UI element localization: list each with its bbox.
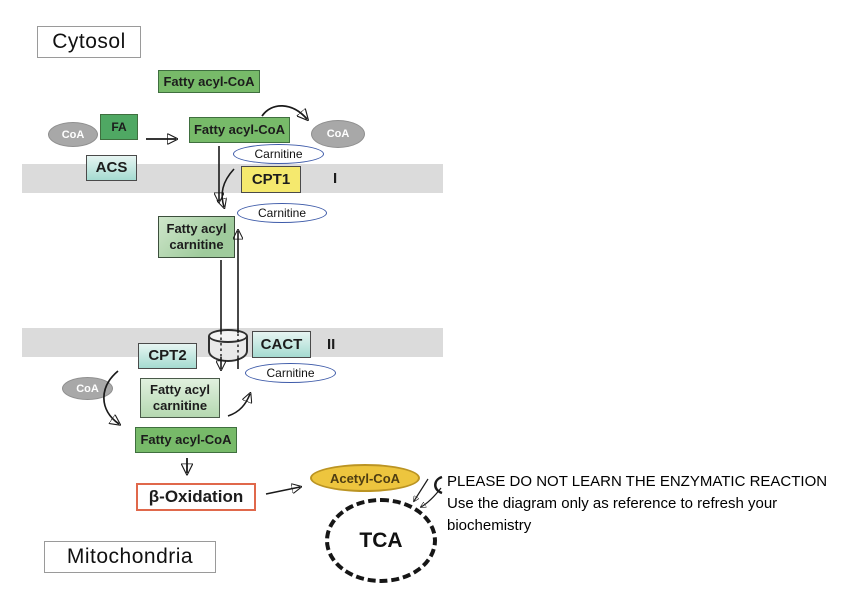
note-line-3: biochemistry: [447, 516, 532, 534]
carnitine-ellipse-below-cpt1: Carnitine: [237, 203, 327, 223]
membrane1-numeral: I: [333, 170, 338, 187]
carnitine-ellipse-below-cact: Carnitine: [245, 363, 336, 383]
arrow-carnitine-return: [227, 394, 250, 417]
beta-oxidation-box: β-Oxidation: [136, 483, 256, 511]
fatty-acyl-carnitine-intermembrane-box: Fatty acyl carnitine: [158, 216, 235, 258]
tca-cycle-circle: TCA: [325, 498, 437, 583]
note-line-1: PLEASE DO NOT LEARN THE ENZYMATIC REACTI…: [447, 473, 828, 490]
membrane2-numeral: II: [327, 336, 336, 353]
arrow-to-acetyl-coa: [265, 487, 300, 495]
fatty-acyl-carnitine-matrix-box: Fatty acyl carnitine: [140, 378, 220, 418]
translocase-channel-top: [208, 329, 248, 343]
mitochondria-label: Mitochondria: [44, 541, 216, 573]
arrow-cpt2-conversion: [103, 370, 119, 424]
cact-enzyme-box: CACT: [252, 331, 311, 358]
acetyl-coa-ellipse: Acetyl-CoA: [310, 464, 420, 492]
carnitine-ellipse-above-cpt1: Carnitine: [233, 144, 324, 164]
cpt1-enzyme-box: CPT1: [241, 166, 301, 193]
coa-right-ellipse: CoA: [311, 120, 365, 148]
fatty-acyl-coa-matrix-box: Fatty acyl-CoA: [135, 427, 237, 453]
acs-enzyme-box: ACS: [86, 155, 137, 181]
fatty-acyl-coa-cytosol-box: Fatty acyl-CoA: [189, 117, 290, 143]
partial-gold-ellipse-edge: [434, 475, 443, 495]
coa-matrix-ellipse: CoA: [62, 377, 113, 400]
instruction-note: PLEASE DO NOT LEARN THE ENZYMATIC REACTI…: [447, 471, 827, 536]
note-line-2: Use the diagram only as reference to ref…: [447, 494, 778, 512]
cytosol-label: Cytosol: [37, 26, 141, 58]
arrow-acetyl-to-tca-2: [421, 487, 442, 507]
fatty-acyl-coa-top-box: Fatty acyl-CoA: [158, 70, 260, 93]
cpt2-enzyme-box: CPT2: [138, 343, 197, 369]
fa-box: FA: [100, 114, 138, 140]
coa-left-ellipse: CoA: [48, 122, 98, 147]
